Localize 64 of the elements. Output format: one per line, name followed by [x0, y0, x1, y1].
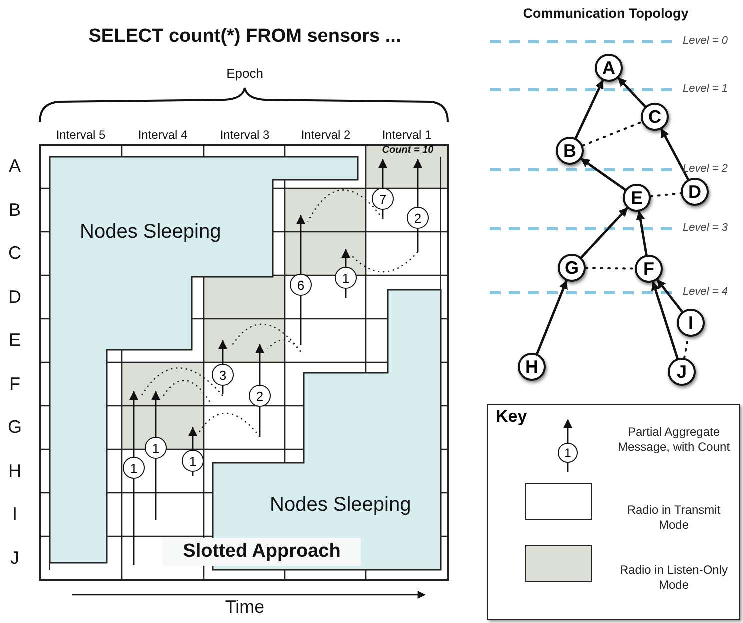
message-arrow [378, 159, 388, 189]
topology-node: E [623, 184, 651, 212]
level-label: Level = 0 [683, 35, 729, 47]
tree-edge [656, 278, 684, 314]
message-arrow [152, 391, 160, 438]
message-arrow [414, 159, 422, 208]
row-label: A [8, 156, 22, 177]
dotted-link [650, 192, 682, 198]
message-arrow [296, 215, 306, 275]
column-header: Interval 3 [219, 128, 271, 142]
level-label: Level = 3 [683, 222, 729, 234]
row-label: G [6, 417, 23, 438]
level-label: Level = 2 [683, 163, 729, 175]
row-label: D [8, 286, 22, 308]
message-arrow [218, 340, 228, 365]
tree-edge [536, 280, 568, 356]
topology-node: H [518, 353, 546, 381]
message-arrow [342, 249, 350, 268]
column-header: Interval 2 [300, 128, 352, 142]
legend-text: Radio in Transmit Mode [626, 503, 722, 533]
row-label: C [8, 243, 22, 264]
tree-edge [651, 281, 679, 360]
count-bubble: 1 [558, 443, 578, 463]
column-header: Interval 1 [381, 128, 433, 142]
tree-edge [660, 128, 690, 181]
row-label: B [8, 200, 22, 220]
key-heading: Key [496, 407, 528, 427]
message-arrow [130, 391, 138, 458]
tree-edge [617, 77, 647, 108]
topology-node: J [668, 358, 696, 386]
key-panel [487, 404, 740, 620]
row-label: I [11, 504, 18, 525]
axis-label: Time [224, 597, 266, 618]
topology-node: F [635, 255, 663, 283]
row-label: F [8, 374, 22, 394]
dotted-link [585, 267, 636, 270]
row-label: H [8, 460, 22, 482]
column-header: Interval 5 [55, 128, 107, 142]
column-header: Interval 4 [137, 128, 189, 142]
diagram-title: SELECT count(*) FROM sensors ... [88, 26, 402, 48]
topology-node: C [641, 103, 669, 131]
topology-node: D [681, 178, 709, 206]
tree-edge [580, 207, 629, 259]
level-label: Level = 4 [683, 286, 729, 298]
region-label: Nodes Sleeping [80, 221, 222, 244]
message-arrow [256, 344, 264, 386]
dotted-link [582, 121, 643, 147]
brace-label: Epoch [226, 66, 264, 81]
panel-caption: Slotted Approach [163, 538, 361, 566]
row-label: E [8, 330, 22, 351]
message-arrow [188, 427, 198, 451]
tree-edge [580, 158, 627, 192]
level-label: Level = 1 [683, 83, 729, 95]
legend-text: Radio in Listen-Only Mode [618, 563, 730, 593]
topology-node: A [595, 54, 623, 82]
topology-node: I [677, 309, 705, 337]
topology-node: B [556, 137, 584, 165]
region-label: Nodes Sleeping [270, 494, 412, 517]
row-label: J [10, 548, 20, 568]
topology-node: G [558, 254, 586, 282]
legend-text: Partial Aggregate Message, with Count [616, 425, 732, 455]
tree-edge [574, 79, 604, 140]
tree-edge [636, 210, 648, 256]
section-heading: Communication Topology [522, 6, 690, 21]
